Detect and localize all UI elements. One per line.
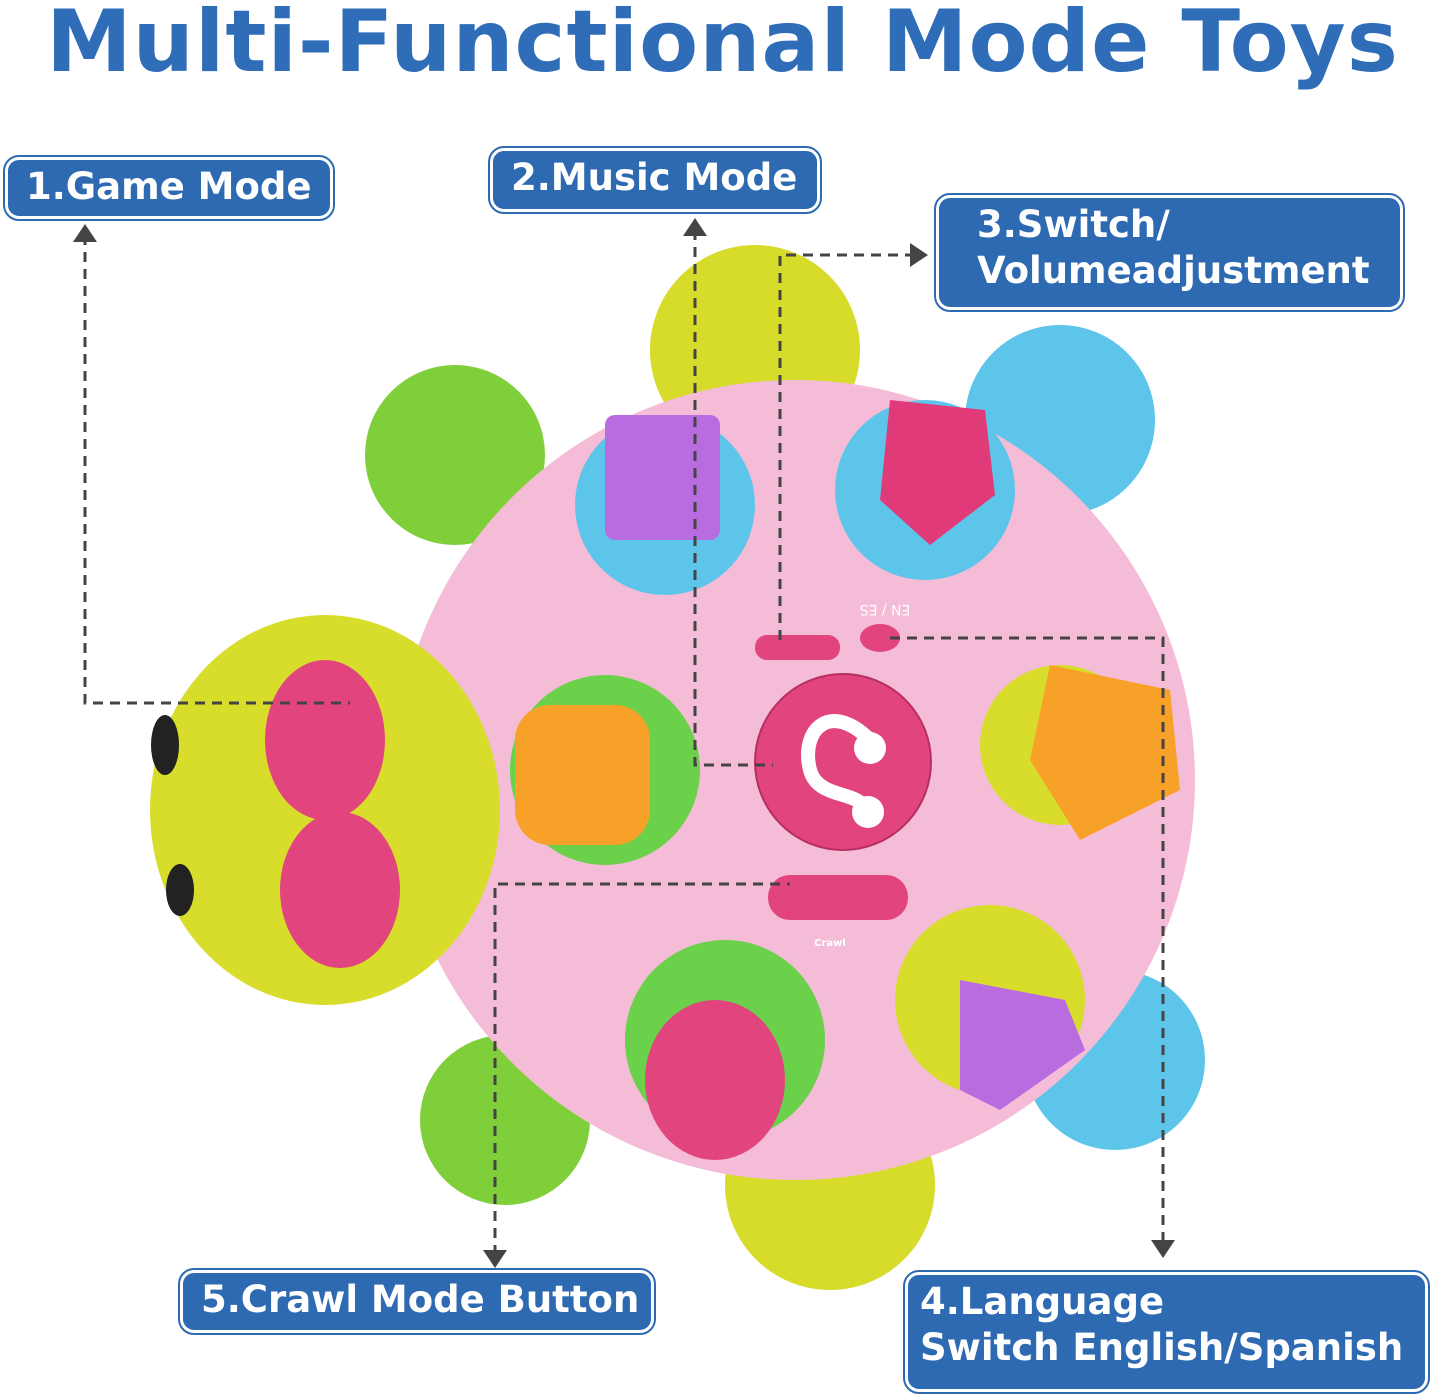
callout-language-line2: Switch English/Spanish <box>920 1326 1404 1369</box>
crawl-button <box>768 875 908 920</box>
volume-switch <box>755 635 840 660</box>
leader-music-mode <box>693 230 773 767</box>
callout-switch-line2: Volumeadjustment <box>977 249 1370 292</box>
shape-sockets <box>510 400 1180 1160</box>
page-title: Multi-Functional Mode Toys <box>46 0 1399 92</box>
leader-game-mode <box>83 235 350 705</box>
leader-lines <box>83 230 1165 1255</box>
language-switch <box>860 624 900 652</box>
arrow-heads <box>73 218 1175 1268</box>
callout-language: 4.Language Switch English/Spanish <box>903 1270 1430 1394</box>
leader-language <box>890 636 1165 1245</box>
toy-head <box>150 615 500 1005</box>
callout-language-line1: 4.Language <box>920 1280 1165 1323</box>
music-button <box>754 673 932 851</box>
callout-switch-line1: 3.Switch/ <box>977 203 1170 246</box>
callout-switch-volume: 3.Switch/ Volumeadjustment <box>934 193 1405 312</box>
leader-switch <box>778 253 915 640</box>
callout-crawl-mode: 5.Crawl Mode Button <box>178 1268 656 1335</box>
toy-crawl-text: Crawl <box>814 938 846 949</box>
leader-crawl <box>493 882 790 1255</box>
toy-language-text: EN / ES <box>860 601 911 617</box>
callout-game-mode: 1.Game Mode <box>3 155 335 221</box>
callout-music-mode: 2.Music Mode <box>488 146 822 214</box>
